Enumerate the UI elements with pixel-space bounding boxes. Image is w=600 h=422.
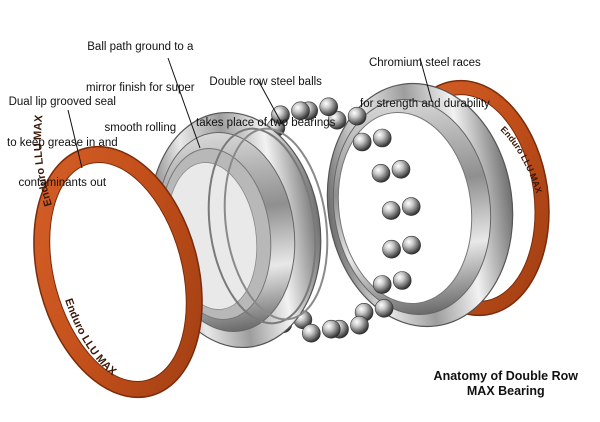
steel-ball xyxy=(291,101,310,121)
steel-ball xyxy=(271,105,290,125)
steel-ball xyxy=(401,197,421,216)
steel-ball xyxy=(371,164,391,183)
steel-ball xyxy=(374,298,394,318)
steel-ball xyxy=(382,239,401,259)
leader-lines xyxy=(67,57,433,169)
ball-path-callout: Ball path ground to a mirror finish for … xyxy=(86,41,195,134)
chromium-leader xyxy=(419,57,433,103)
steel-ball xyxy=(319,97,339,117)
diagram-title: Anatomy of Double Row MAX Bearing xyxy=(433,369,578,398)
steel-ball xyxy=(321,319,341,339)
double-row-leader xyxy=(257,79,283,125)
steel-ball xyxy=(372,128,392,148)
ball-path-leader xyxy=(167,57,201,149)
steel-ball xyxy=(402,235,421,255)
steel-ball xyxy=(381,201,401,220)
steel-ball xyxy=(372,275,392,294)
steel-ball xyxy=(391,160,411,179)
ball-row-front xyxy=(271,97,421,343)
chromium-callout: Chromium steel races for strength and du… xyxy=(360,57,490,110)
steel-ball xyxy=(352,132,372,152)
steel-ball xyxy=(392,271,412,290)
double-row-callout: Double row steel balls takes place of tw… xyxy=(196,76,336,129)
steel-ball xyxy=(350,315,369,335)
steel-ball xyxy=(347,106,367,126)
steel-ball xyxy=(301,323,321,343)
left-seal: Enduro LLU MAX Enduro LLU MAX xyxy=(32,114,203,399)
dual-lip-callout: Dual lip grooved seal to keep grease in … xyxy=(7,96,118,189)
dual-lip-leader xyxy=(67,109,83,169)
steel-ball xyxy=(327,110,347,130)
